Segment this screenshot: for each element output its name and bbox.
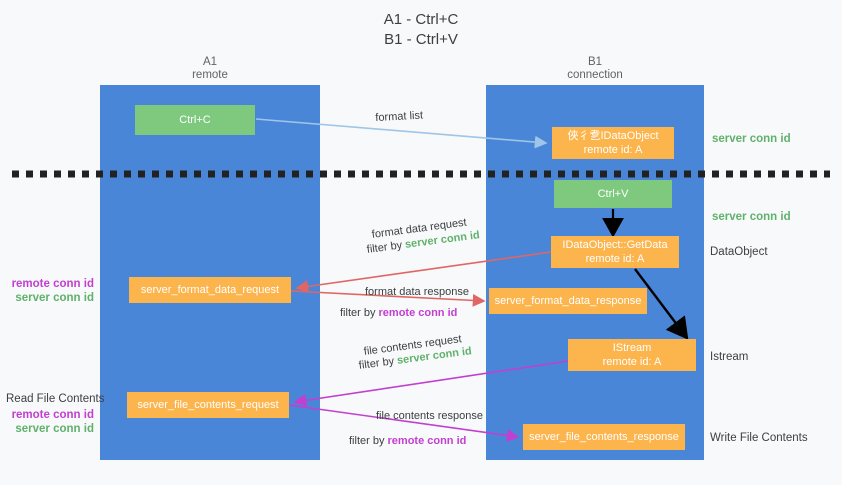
- filter-value-remote-conn-id: remote conn id: [387, 435, 467, 447]
- node-getdata-line1: IDataObject::GetData: [562, 239, 668, 251]
- edge-label-format-data-response: format data response: [365, 285, 469, 299]
- node-ctrl-c[interactable]: Ctrl+C: [135, 105, 255, 135]
- note-dataobject: DataObject: [710, 246, 768, 258]
- edge-label-format-data-response-filter: filter by remote conn id: [340, 306, 457, 320]
- edge-label-file-contents-response-filter: filter by remote conn id: [349, 434, 466, 448]
- node-server-format-data-response[interactable]: server_format_data_response: [489, 288, 647, 314]
- edge-label-format-list-text: format list: [375, 109, 424, 124]
- node-ctrl-c-label: Ctrl+C: [179, 114, 211, 126]
- node-idataobject-getdata[interactable]: IDataObject::GetData remote id: A: [551, 236, 679, 268]
- arrow-format-data-response: [290, 290, 486, 307]
- note-server-conn-id-4: server conn id: [15, 423, 94, 435]
- node-getdata-line2: remote id: A: [585, 253, 645, 265]
- arrow-format-data-request: [295, 251, 552, 293]
- lane-header-a1-subtitle: remote: [192, 69, 228, 81]
- note-server-conn-id-3: server conn id: [15, 292, 94, 304]
- note-istream: Istream: [710, 351, 749, 363]
- node-istream-line2: remote id: A: [602, 356, 662, 368]
- diagram-title-line2: B1 - Ctrl+V: [384, 31, 458, 48]
- lane-header-b1-subtitle: connection: [567, 69, 623, 81]
- node-istream[interactable]: IStream remote id: A: [568, 339, 696, 371]
- node-server-format-data-request-label: server_format_data_request: [140, 284, 280, 296]
- note-remote-conn-id-2: remote conn id: [11, 409, 94, 421]
- diagram-title-line1: A1 - Ctrl+C: [383, 11, 459, 28]
- note-conn-id-group-2: Read File Contents remote conn id server…: [6, 392, 105, 436]
- note-remote-conn-id-1: remote conn id: [11, 278, 94, 290]
- lane-header-a1: A1 remote: [100, 56, 320, 82]
- arrow-getdata-istream: [634, 268, 689, 340]
- arrow-file-contents-response: [288, 404, 520, 442]
- filter-prefix: filter by: [340, 307, 379, 319]
- node-idataobject-line2: remote id: A: [583, 144, 643, 156]
- diagram-title: A1 - Ctrl+C B1 - Ctrl+V: [0, 10, 842, 50]
- node-ctrl-v[interactable]: Ctrl+V: [554, 180, 672, 208]
- note-conn-id-group-1: remote conn id server conn id: [6, 277, 94, 305]
- note-write-file-contents: Write File Contents: [710, 432, 808, 444]
- node-idataobject[interactable]: 俠彳乽IDataObject remote id: A: [552, 127, 674, 159]
- note-server-conn-id-2: server conn id: [712, 211, 791, 223]
- node-server-format-data-response-label: server_format_data_response: [494, 295, 642, 307]
- node-server-file-contents-response[interactable]: server_file_contents_response: [523, 424, 685, 450]
- arrow-format-list: [255, 118, 548, 149]
- lane-header-b1: B1 connection: [486, 56, 704, 82]
- arrow-file-contents-request: [293, 360, 569, 407]
- node-server-file-contents-request[interactable]: server_file_contents_request: [127, 392, 289, 418]
- filter-prefix: filter by: [349, 435, 388, 447]
- node-ctrl-v-label: Ctrl+V: [597, 188, 629, 200]
- lane-header-a1-name: A1: [202, 56, 218, 68]
- lane-header-b1-name: B1: [587, 56, 603, 68]
- note-read-file-contents: Read File Contents: [6, 393, 105, 405]
- node-server-file-contents-response-label: server_file_contents_response: [529, 431, 679, 443]
- filter-value-remote-conn-id: remote conn id: [378, 307, 458, 319]
- node-istream-line1: IStream: [612, 342, 652, 354]
- node-server-file-contents-request-label: server_file_contents_request: [137, 399, 279, 411]
- note-server-conn-id-1: server conn id: [712, 133, 791, 145]
- node-idataobject-line1: 俠彳乽IDataObject: [567, 130, 659, 142]
- edge-label-format-list: format list: [375, 109, 423, 125]
- edge-label-file-contents-response-text: file contents response: [376, 410, 484, 422]
- edge-label-file-contents-response: file contents response: [376, 409, 483, 423]
- edge-label-format-data-response-text: format data response: [365, 286, 469, 298]
- node-server-format-data-request[interactable]: server_format_data_request: [129, 277, 291, 303]
